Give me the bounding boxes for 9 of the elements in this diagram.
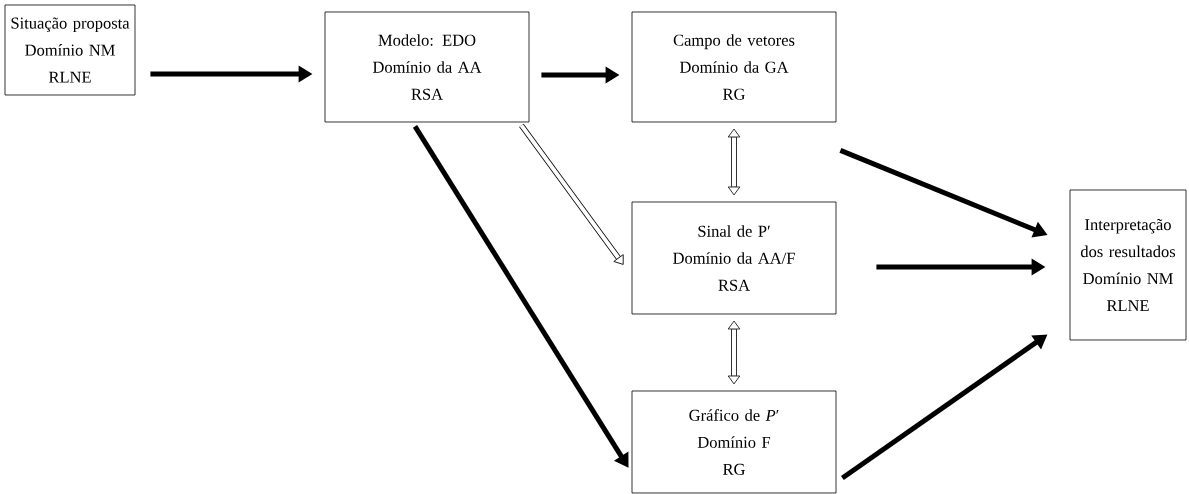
text-box: Sinal de P′ Domínio da AA/F RSA	[631, 201, 837, 315]
text-box: Modelo: EDO Domínio da AA RSA	[324, 11, 530, 123]
text-box: Interpretação dos resultados Domínio NM RLNE	[1069, 189, 1187, 341]
text-box: Gráfico de P′ Domínio F RG	[631, 390, 837, 494]
text-box: Campo de vetores Domínio da GA RG	[631, 11, 837, 123]
text-box: Situação proposta Domínio NM RLNE	[4, 4, 136, 96]
arrow	[727, 128, 741, 196]
arrow	[727, 320, 741, 385]
arrow	[519, 123, 624, 265]
